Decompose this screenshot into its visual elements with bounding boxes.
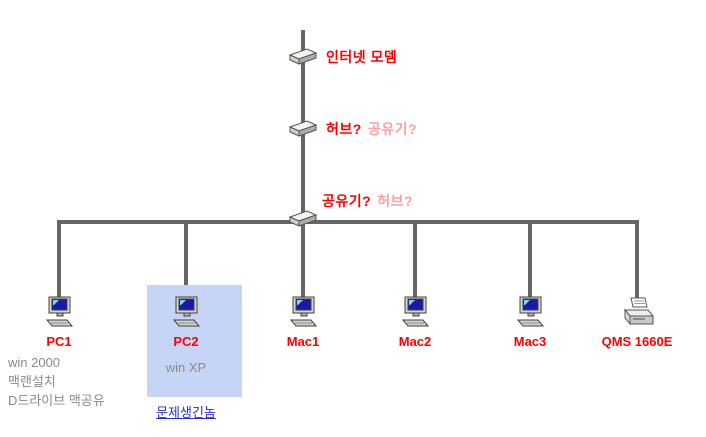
pc2-os-note: win XP	[165, 360, 207, 375]
hub-label: 허브? 공유기?	[326, 119, 417, 139]
drop-line-pc2	[184, 220, 188, 300]
printer-icon	[619, 297, 655, 334]
drop-line-printer	[635, 220, 639, 300]
bus-line	[57, 220, 639, 224]
router-label-primary: 공유기?	[322, 193, 372, 209]
router-label: 공유기? 허브?	[322, 191, 413, 211]
device-label-pc2: PC2	[173, 334, 199, 349]
device-label-mac1: Mac1	[286, 334, 320, 349]
hub-icon	[288, 118, 318, 143]
pc2-problem-link[interactable]: 문제생긴놈	[156, 405, 216, 420]
pc1-note-1: win 2000	[8, 355, 61, 370]
modem-icon	[288, 46, 318, 71]
drop-line-mac3	[528, 220, 532, 300]
device-label-mac2: Mac2	[398, 334, 432, 349]
router-icon	[288, 208, 318, 233]
modem-label: 인터넷 모뎀	[326, 47, 397, 67]
device-label-pc1: PC1	[46, 334, 72, 349]
device-label-printer: QMS 1660E	[601, 334, 673, 349]
pc1-note-3: D드라이브 맥공유	[8, 393, 105, 408]
device-label-mac3: Mac3	[513, 334, 547, 349]
drop-line-mac1	[301, 220, 305, 300]
computer-icon	[41, 296, 77, 335]
pc1-note-2: 맥랜설치	[8, 374, 56, 389]
drop-line-pc1	[57, 220, 61, 300]
modem-label-text: 인터넷 모뎀	[326, 49, 398, 65]
computer-icon	[168, 296, 204, 335]
hub-label-secondary: 공유기?	[367, 121, 418, 137]
router-label-secondary: 허브?	[377, 193, 414, 209]
computer-icon	[397, 296, 433, 335]
drop-line-mac2	[413, 220, 417, 300]
computer-icon	[285, 296, 321, 335]
hub-label-primary: 허브?	[326, 121, 362, 137]
computer-icon	[512, 296, 548, 335]
